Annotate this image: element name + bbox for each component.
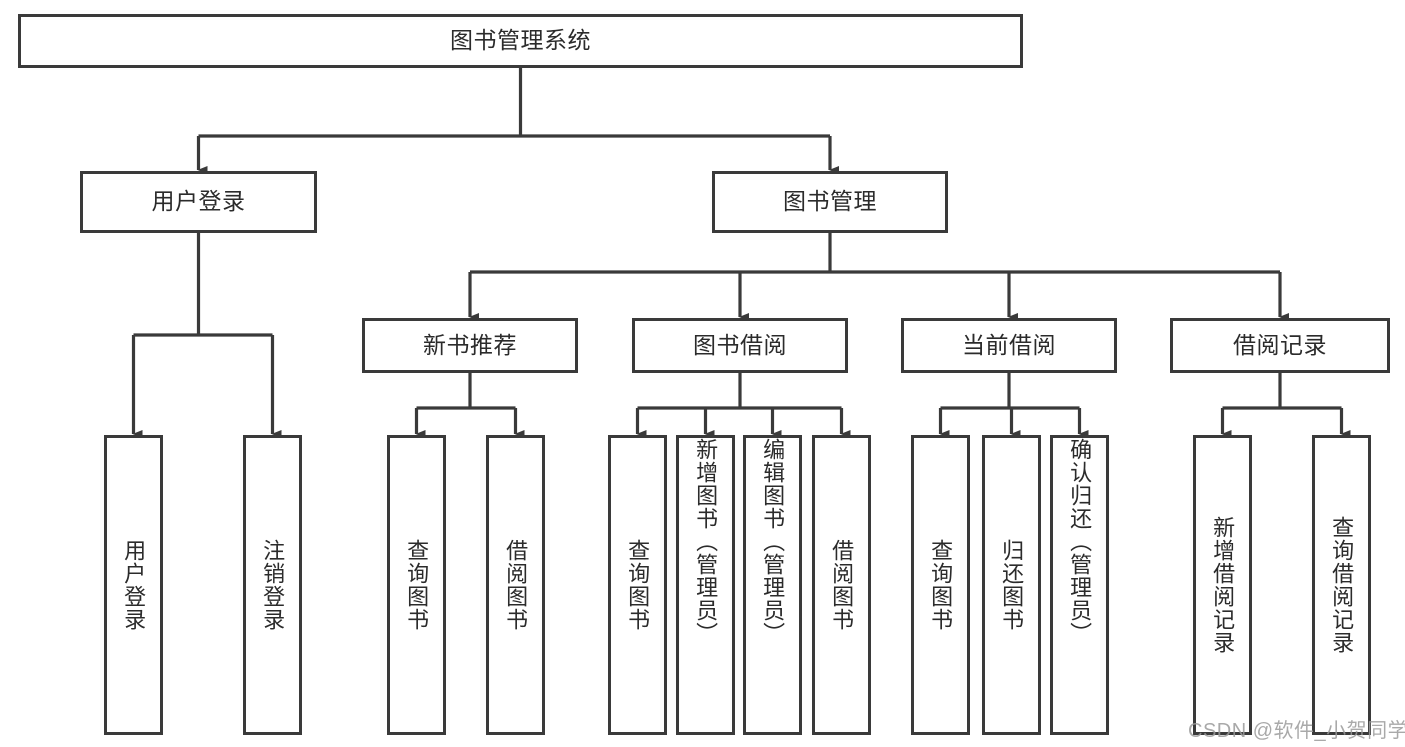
node-label: 新增借阅记录 <box>1210 516 1236 654</box>
node-label: 借阅图书 <box>503 539 529 631</box>
node-label: 查询图书 <box>928 539 954 631</box>
node-leaf-query-book-3[interactable]: 查询图书 <box>911 435 970 735</box>
watermark: CSDN @软件_小贺同学 <box>1188 720 1405 742</box>
node-label: 借阅记录 <box>1233 331 1327 358</box>
node-root[interactable]: 图书管理系统 <box>18 14 1023 68</box>
node-leaf-query-record[interactable]: 查询借阅记录 <box>1312 435 1371 735</box>
node-label: 归还图书 <box>999 539 1025 631</box>
node-user-login[interactable]: 用户登录 <box>80 171 317 233</box>
node-leaf-add-record[interactable]: 新增借阅记录 <box>1193 435 1252 735</box>
node-borrow-record[interactable]: 借阅记录 <box>1170 318 1390 373</box>
node-leaf-borrow-book-1[interactable]: 借阅图书 <box>486 435 545 735</box>
node-leaf-borrow-book-2[interactable]: 借阅图书 <box>812 435 871 735</box>
node-leaf-user-login[interactable]: 用户登录 <box>104 435 163 735</box>
node-label: 图书借阅 <box>693 331 787 358</box>
node-label: 查询图书 <box>625 539 651 631</box>
node-label: 确认归还（管理员） <box>1067 438 1093 645</box>
node-book-manage[interactable]: 图书管理 <box>712 171 948 233</box>
node-label: 新书推荐 <box>423 331 517 358</box>
node-leaf-edit-book-admin[interactable]: 编辑图书（管理员） <box>743 435 802 735</box>
node-label: 查询借阅记录 <box>1329 516 1355 654</box>
node-new-book-rec[interactable]: 新书推荐 <box>362 318 578 373</box>
node-label: 图书管理 <box>783 188 877 215</box>
node-label: 查询图书 <box>404 539 430 631</box>
node-current-borrow[interactable]: 当前借阅 <box>901 318 1117 373</box>
node-label: 注销登录 <box>260 539 286 631</box>
node-leaf-user-logout[interactable]: 注销登录 <box>243 435 302 735</box>
node-book-borrow[interactable]: 图书借阅 <box>632 318 848 373</box>
node-leaf-return-book[interactable]: 归还图书 <box>982 435 1041 735</box>
node-leaf-confirm-return-admin[interactable]: 确认归还（管理员） <box>1050 435 1109 735</box>
node-leaf-query-book-1[interactable]: 查询图书 <box>387 435 446 735</box>
edge-group <box>131 68 1351 438</box>
node-leaf-add-book-admin[interactable]: 新增图书（管理员） <box>676 435 735 735</box>
node-label: 借阅图书 <box>829 539 855 631</box>
node-label: 图书管理系统 <box>450 27 591 54</box>
node-leaf-query-book-2[interactable]: 查询图书 <box>608 435 667 735</box>
node-label: 用户登录 <box>121 539 147 631</box>
node-label: 当前借阅 <box>962 331 1056 358</box>
node-label: 编辑图书（管理员） <box>760 438 786 645</box>
node-label: 新增图书（管理员） <box>693 438 719 645</box>
node-label: 用户登录 <box>151 188 246 215</box>
